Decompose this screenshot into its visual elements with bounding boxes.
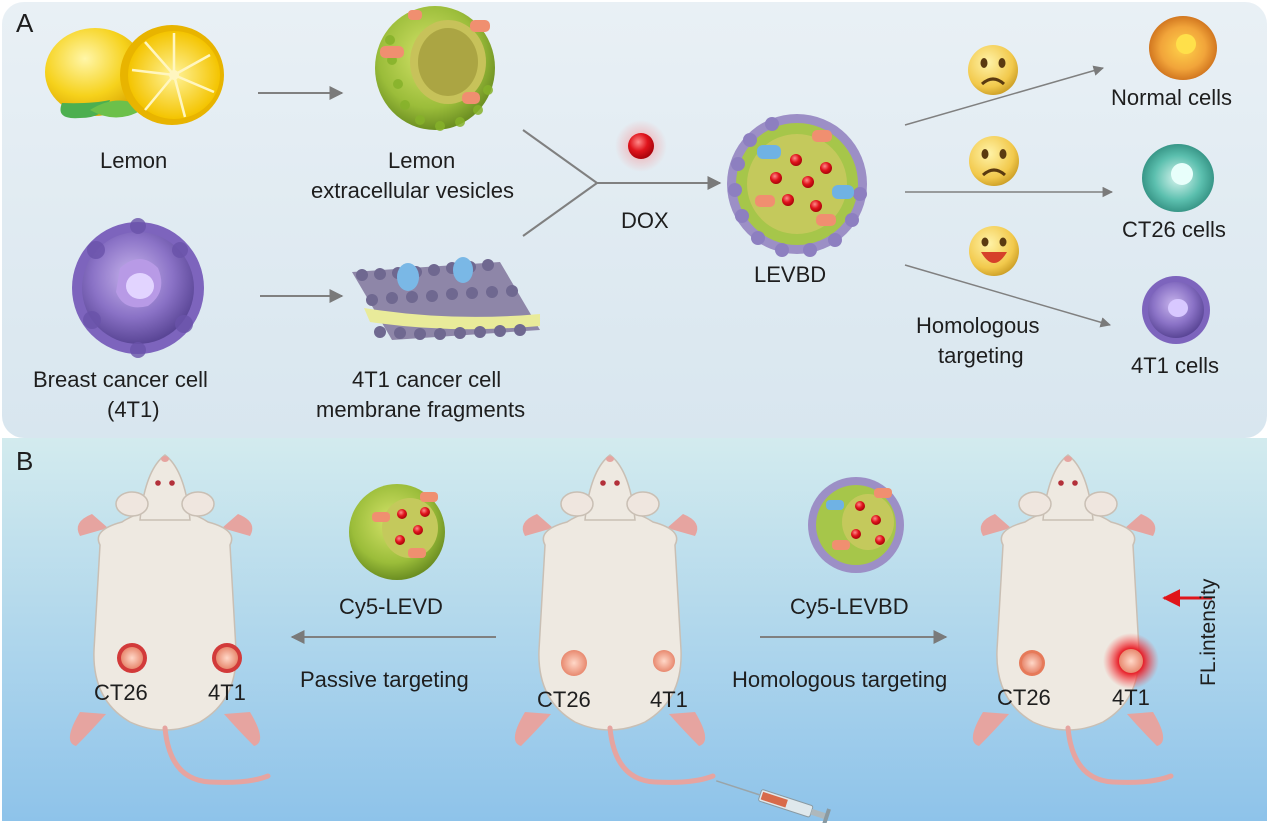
label-membrane-line1: 4T1 cancer cell <box>352 367 502 392</box>
tumor-4t1-mouse3 <box>1103 633 1159 689</box>
label-homologous-targeting: Homologous targeting <box>732 667 948 692</box>
label-lemon-ev-line2: extracellular vesicles <box>311 178 514 203</box>
ct26-cell-illustration <box>1142 144 1214 212</box>
label-ct26-mouse3: CT26 <box>997 685 1051 710</box>
4t1-cell-illustration <box>1142 276 1210 344</box>
levbd-illustration <box>727 114 867 257</box>
label-4t1-mouse3: 4T1 <box>1112 685 1150 710</box>
label-levbd: LEVBD <box>754 262 827 287</box>
tumor-ct26-mouse3 <box>1019 650 1045 676</box>
label-dox: DOX <box>621 208 669 233</box>
label-4t1-mouse1: 4T1 <box>208 680 246 705</box>
sad-face-icon-ct26 <box>969 136 1019 186</box>
membrane-fragment-illustration <box>352 257 540 340</box>
syringe-icon <box>716 780 831 823</box>
label-normal-cells: Normal cells <box>1111 85 1233 110</box>
arrow-to-normal <box>904 65 1105 126</box>
label-ct26-mouse2: CT26 <box>537 687 591 712</box>
label-ct26-cells: CT26 cells <box>1122 217 1226 242</box>
mouse-illustration <box>69 454 271 785</box>
label-breast-cancer-cell: Breast cancer cell <box>33 367 208 392</box>
label-ct26-mouse1: CT26 <box>94 680 148 705</box>
dox-molecule <box>615 120 667 172</box>
happy-face-icon-4t1 <box>969 226 1019 276</box>
tumor-ct26-mouse1 <box>117 643 147 673</box>
panel-a-background <box>2 2 1267 438</box>
label-membrane-line2: membrane fragments <box>316 397 526 422</box>
label-cy5-levd: Cy5-LEVD <box>339 594 443 619</box>
breast-cancer-cell-illustration <box>72 218 204 358</box>
label-4t1: (4T1) <box>107 397 160 422</box>
label-cy5-levbd: Cy5-LEVBD <box>790 594 909 619</box>
label-lemon: Lemon <box>100 148 168 173</box>
arrow-merge <box>522 129 722 237</box>
panel-a-letter: A <box>16 8 34 38</box>
label-passive-targeting: Passive targeting <box>300 667 469 692</box>
label-lemon-ev-line1: Lemon <box>388 148 456 173</box>
lemon-illustration <box>45 25 224 125</box>
label-fl-intensity: FL.intensity <box>1197 578 1220 686</box>
label-targeting: targeting <box>938 343 1024 368</box>
cy5-levd-illustration <box>349 484 445 580</box>
panel-b-letter: B <box>16 446 34 476</box>
cy5-levbd-illustration <box>808 477 904 573</box>
label-4t1-cells: 4T1 cells <box>1131 353 1220 378</box>
label-homologous: Homologous <box>916 313 1040 338</box>
tumor-4t1-mouse1 <box>212 643 242 673</box>
lemon-ev-illustration <box>375 6 495 131</box>
label-4t1-mouse2: 4T1 <box>650 687 688 712</box>
arrow-to-4t1 <box>904 264 1112 328</box>
tumor-4t1-mouse2 <box>653 650 675 672</box>
normal-cell-illustration <box>1149 16 1217 80</box>
sad-face-icon-normal <box>968 45 1018 95</box>
tumor-ct26-mouse2 <box>561 650 587 676</box>
